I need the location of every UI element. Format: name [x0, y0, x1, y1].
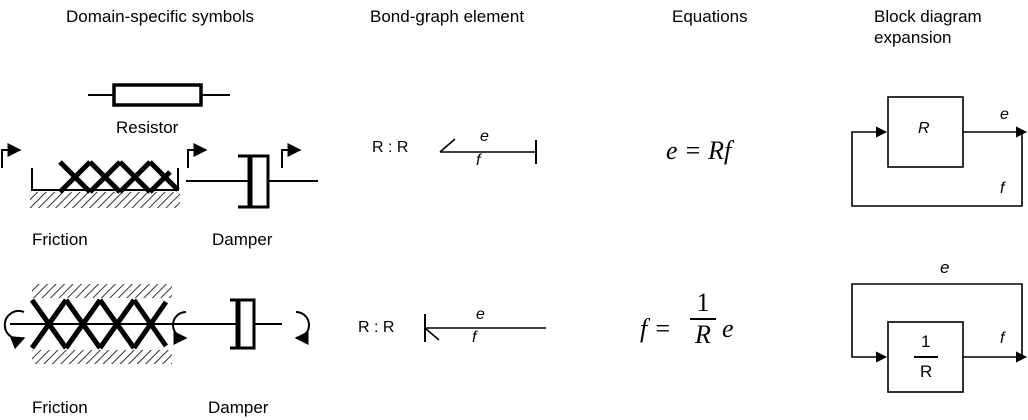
equation-2-rhs: e — [722, 314, 734, 343]
block-2-output-label: f — [1000, 330, 1005, 347]
bond-graph-1 — [439, 138, 537, 164]
header-block: Block diagram expansion — [874, 7, 982, 47]
fraction-bar — [690, 318, 716, 320]
equation-2-fraction: 1 R — [690, 290, 716, 348]
label-friction-2: Friction — [32, 398, 88, 417]
label-friction-1: Friction — [32, 230, 88, 249]
resistor-symbol — [88, 83, 230, 107]
friction-translational-symbol — [1, 143, 180, 208]
bond-2-flow: f — [472, 329, 477, 346]
bond-1-effort: e — [480, 128, 489, 145]
bond-2-effort: e — [476, 306, 485, 323]
label-resistor: Resistor — [116, 118, 179, 137]
block-1-box-label: R — [918, 120, 930, 137]
damper-rotational-symbol — [172, 298, 310, 350]
block-1-output-label: e — [1000, 106, 1009, 123]
block-2-fraction-bar — [914, 356, 938, 358]
header-symbols: Domain-specific symbols — [66, 7, 254, 26]
label-damper-1: Damper — [212, 230, 273, 249]
friction-rotational-symbol — [3, 284, 180, 364]
block-2-top-label: e — [940, 258, 950, 277]
header-bond: Bond-graph element — [370, 7, 525, 26]
equation-2-numerator: 1 — [696, 288, 710, 317]
equation-2-denominator: R — [695, 320, 711, 349]
damper-translational-symbol — [186, 143, 318, 209]
bond-graph-2 — [424, 314, 546, 342]
block-1-feedback-label: f — [1000, 180, 1005, 197]
block-2-numerator: 1 — [921, 332, 931, 351]
equation-1: e = Rf — [666, 136, 732, 165]
block-2-denominator: R — [920, 362, 933, 381]
bond-1-flow: f — [476, 152, 481, 169]
equation-2-lhs: f = — [640, 314, 672, 343]
bond-1-prefix: R : R — [372, 139, 409, 156]
label-damper-2: Damper — [208, 398, 269, 417]
bond-2-prefix: R : R — [358, 319, 395, 336]
block-diagram-2 — [851, 283, 1028, 393]
block-diagram-1 — [851, 96, 1028, 207]
header-equations: Equations — [672, 7, 748, 26]
